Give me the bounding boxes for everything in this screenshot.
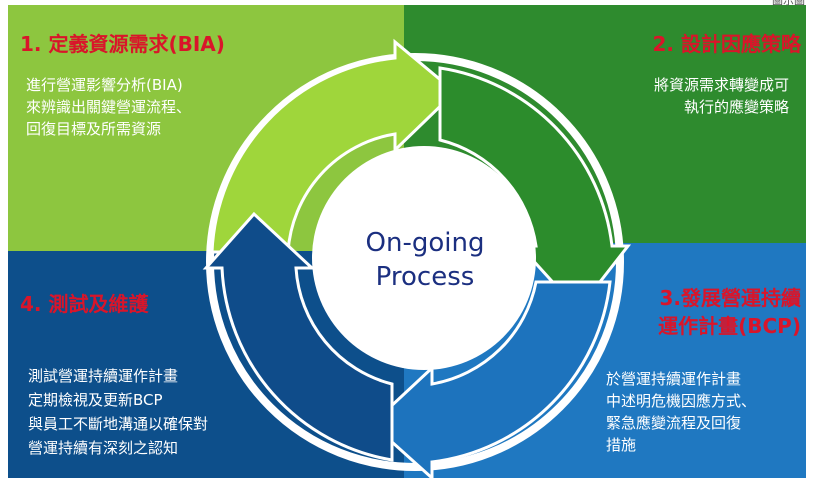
step1-description: 進行營運影響分析(BIA) 來辨識出關鍵營運流程、 回復目標及所需資源 xyxy=(26,74,191,140)
step1-line: 進行營運影響分析(BIA) xyxy=(26,76,183,94)
step3-line: 措施 xyxy=(606,436,637,454)
center-line2: Process xyxy=(375,262,475,292)
arrow-step3 xyxy=(369,280,612,482)
step4-title: 4. 測試及維護 xyxy=(20,292,149,316)
arrow-step4 xyxy=(202,211,394,462)
step4-line: 與員工不斷地溝通以確保對 xyxy=(28,415,209,433)
center-label: On-going Process xyxy=(330,226,520,294)
step1-title: 1. 定義資源需求(BIA) xyxy=(20,32,225,56)
center-disc xyxy=(312,146,536,370)
step4-line: 測試營運持續運作計畫 xyxy=(28,367,179,385)
step2-description: 將資源需求轉變成可 執行的應變策略 xyxy=(654,74,789,118)
step3-title: 3.發展營運持續 運作計畫(BCP) xyxy=(658,284,801,340)
corner-caption: 圖示圖 xyxy=(772,0,805,7)
step2-title: 2. 設計因應策略 xyxy=(652,32,801,56)
step3-title-line: 運作計畫(BCP) xyxy=(658,314,801,338)
step3-title-line: 3.發展營運持續 xyxy=(659,286,801,310)
step4-line: 營運持續有深刻之認知 xyxy=(28,439,179,457)
step4-line: 定期檢視及更新BCP xyxy=(28,391,163,409)
step2-line: 將資源需求轉變成可 xyxy=(653,76,789,94)
step3-line: 緊急應變流程及回復 xyxy=(606,414,742,432)
step3-description: 於營運持續運作計畫 中述明危機因應方式、 緊急應變流程及回復 措施 xyxy=(606,368,756,456)
center-line1: On-going xyxy=(365,228,485,258)
step3-line: 於營運持續運作計畫 xyxy=(606,370,742,388)
step3-line: 中述明危機因應方式、 xyxy=(606,392,757,410)
step1-line: 回復目標及所需資源 xyxy=(26,120,162,138)
arrow-step1 xyxy=(210,38,458,254)
step1-line: 來辨識出關鍵營運流程、 xyxy=(26,98,192,116)
step4-description: 測試營運持續運作計畫 定期檢視及更新BCP 與員工不斷地溝通以確保對 營運持續有… xyxy=(28,364,208,460)
arrow-step2 xyxy=(438,66,632,313)
step2-line: 執行的應變策略 xyxy=(683,98,789,116)
